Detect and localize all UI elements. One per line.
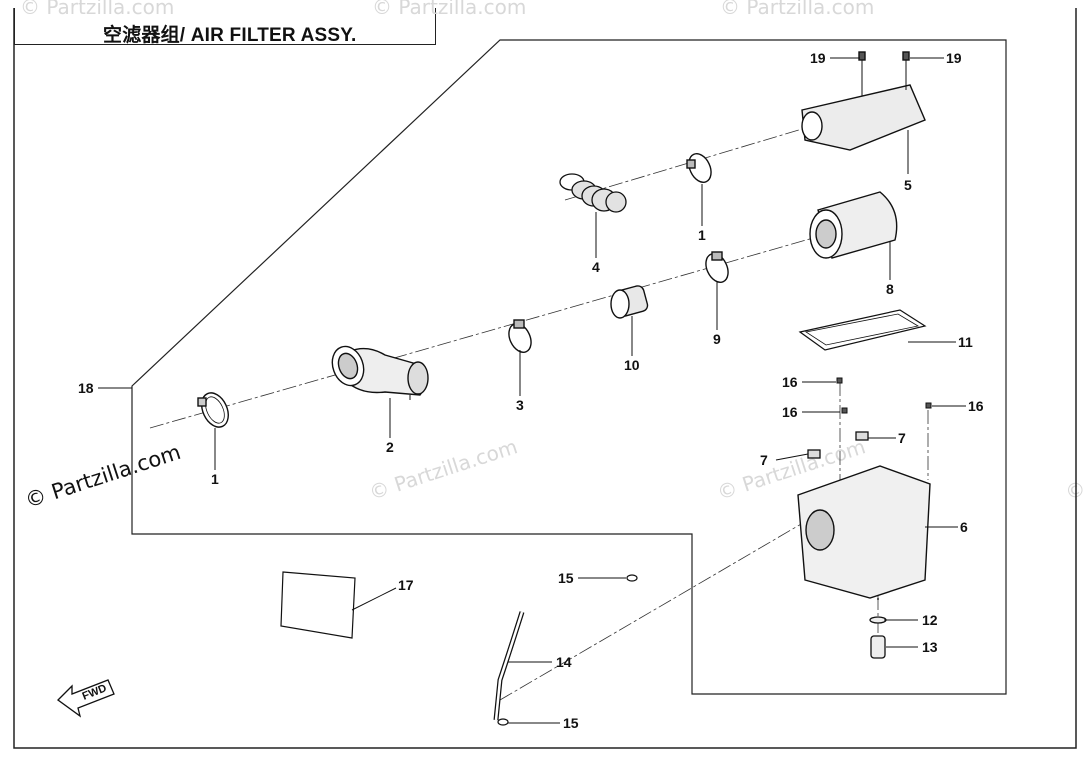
fwd-arrow-icon: FWD bbox=[57, 679, 115, 718]
callout-1: 1 bbox=[211, 471, 219, 487]
clip-part-15 bbox=[497, 718, 509, 726]
coupler-part-10 bbox=[610, 285, 649, 319]
watermark-text: © Partzilla.com bbox=[372, 0, 526, 19]
callout-4: 4 bbox=[592, 259, 600, 275]
airbox-body-part-6 bbox=[797, 465, 931, 600]
callout-13: 13 bbox=[922, 639, 938, 655]
intake-tube-part-2 bbox=[331, 345, 429, 400]
watermark-text: © Partzilla.com bbox=[20, 0, 174, 19]
watermark-main: © Partzilla.com bbox=[22, 440, 184, 513]
callout-8: 8 bbox=[886, 281, 894, 297]
callout-7: 7 bbox=[760, 452, 768, 468]
page-border bbox=[13, 8, 1077, 749]
title-box: 空滤器组/ AIR FILTER ASSY. bbox=[14, 8, 436, 46]
leader-lines bbox=[98, 57, 966, 724]
callout-15: 15 bbox=[563, 715, 579, 731]
label-part-17 bbox=[280, 571, 356, 639]
center-lines bbox=[149, 125, 929, 701]
callout-14: 14 bbox=[556, 654, 572, 670]
clamp-part-3 bbox=[508, 319, 532, 353]
callout-16: 16 bbox=[782, 374, 798, 390]
clip-part-15 bbox=[626, 574, 638, 582]
clamp-part-9 bbox=[705, 251, 729, 283]
clamp-part-1 bbox=[197, 392, 229, 428]
callout-1: 1 bbox=[698, 227, 706, 243]
callout-10: 10 bbox=[624, 357, 640, 373]
callout-16: 16 bbox=[968, 398, 984, 414]
gasket-part-11 bbox=[798, 309, 927, 351]
callout-9: 9 bbox=[713, 331, 721, 347]
callout-11: 11 bbox=[958, 334, 973, 350]
airbox-cover-part-5 bbox=[801, 51, 926, 151]
filter-element-part-8 bbox=[809, 191, 898, 259]
bellows-part-4 bbox=[559, 173, 627, 213]
fastener-part-16 bbox=[836, 377, 932, 414]
callout-15: 15 bbox=[558, 570, 574, 586]
drain-parts-12-13 bbox=[869, 616, 887, 659]
callout-3: 3 bbox=[516, 397, 524, 413]
watermark-text: © Partzilla.com bbox=[720, 0, 874, 19]
callout-2: 2 bbox=[386, 439, 394, 455]
watermarks: © Partzilla.com © Partzilla.com © Partzi… bbox=[20, 0, 1090, 505]
callout-5: 5 bbox=[904, 177, 912, 193]
group-frame bbox=[131, 39, 1007, 695]
callout-12: 12 bbox=[922, 612, 938, 628]
callout-19: 19 bbox=[810, 50, 826, 66]
clamp-part-1-upper bbox=[686, 153, 712, 183]
callout-18: 18 bbox=[78, 380, 94, 396]
callout-17: 17 bbox=[398, 577, 414, 593]
callout-19: 19 bbox=[946, 50, 962, 66]
callout-numbers: 1 2 3 4 5 6 7 7 8 9 10 11 12 13 14 15 15… bbox=[78, 50, 984, 731]
callout-7: 7 bbox=[898, 430, 906, 446]
diagram-title: 空滤器组/ AIR FILTER ASSY. bbox=[103, 25, 357, 46]
callout-6: 6 bbox=[960, 519, 968, 535]
callout-16: 16 bbox=[782, 404, 798, 420]
